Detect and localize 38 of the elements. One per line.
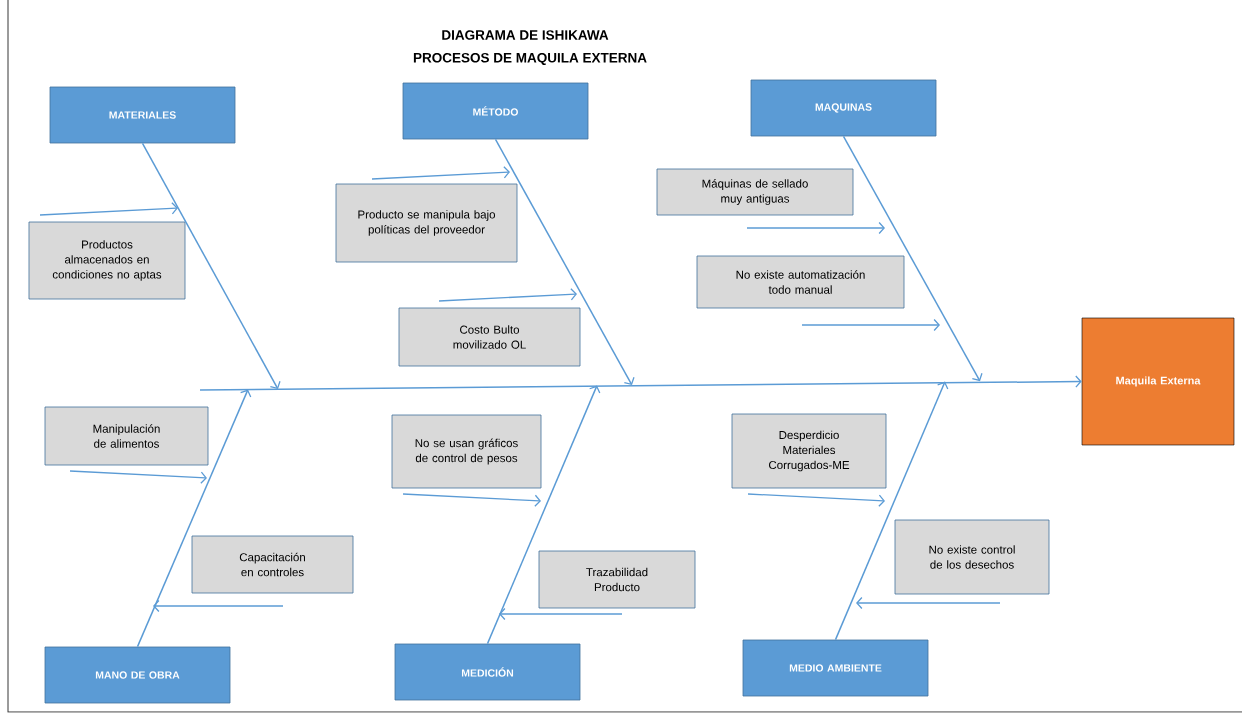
cause-arrow <box>801 318 940 332</box>
category-box: MANO DE OBRA <box>44 646 231 704</box>
effect-box: Maquila Externa <box>1081 317 1235 446</box>
title: DIAGRAMA DE ISHIKAWA <box>442 30 609 40</box>
bone-arrow <box>494 138 635 386</box>
cause-arrow <box>856 596 1001 610</box>
cause-arrow <box>747 493 885 507</box>
cause-box: Máquinas de sellado muy antiguas <box>656 168 854 216</box>
cause-box: Trazabilidad Producto <box>538 550 696 609</box>
cause-box: Costo Bulto movilizado OL <box>398 307 581 367</box>
bone-arrow <box>834 381 949 641</box>
cause-box: Capacitación en controles <box>191 535 354 594</box>
category-box: MAQUINAS <box>750 79 937 137</box>
cause-box: No existe automatización todo manual <box>696 255 905 309</box>
cause-box: No existe control de los desechos <box>894 519 1050 595</box>
bone-arrow <box>136 389 252 648</box>
category-box: MÉTODO <box>402 82 589 140</box>
cause-arrow <box>438 288 577 302</box>
cause-arrow <box>402 493 541 507</box>
cause-box: No se usan gráficos de control de pesos <box>391 414 542 489</box>
cause-arrow <box>69 470 207 484</box>
category-box: MEDIO AMBIENTE <box>742 639 929 697</box>
cause-box: Producto se manipula bajo políticas del proveedor <box>335 183 518 263</box>
bone-arrow <box>141 142 281 390</box>
cause-box: Productos almacenados en condiciones no aptas <box>28 221 186 300</box>
bone-arrow <box>486 385 601 645</box>
cause-arrow <box>39 202 178 216</box>
subtitle: PROCESOS DE MAQUILA EXTERNA <box>413 52 647 66</box>
cause-box: Manipulación de alimentos <box>44 406 209 466</box>
cause-arrow <box>746 221 885 235</box>
category-box: MEDICIÓN <box>394 643 581 701</box>
cause-box: Desperdicio Materiales Corrugados-ME <box>731 413 887 489</box>
category-box: MATERIALES <box>49 86 236 144</box>
cause-arrow <box>499 607 623 621</box>
bone-arrow <box>842 135 983 382</box>
cause-arrow <box>153 599 284 613</box>
cause-arrow <box>371 166 510 180</box>
spine-arrow <box>199 375 1082 391</box>
